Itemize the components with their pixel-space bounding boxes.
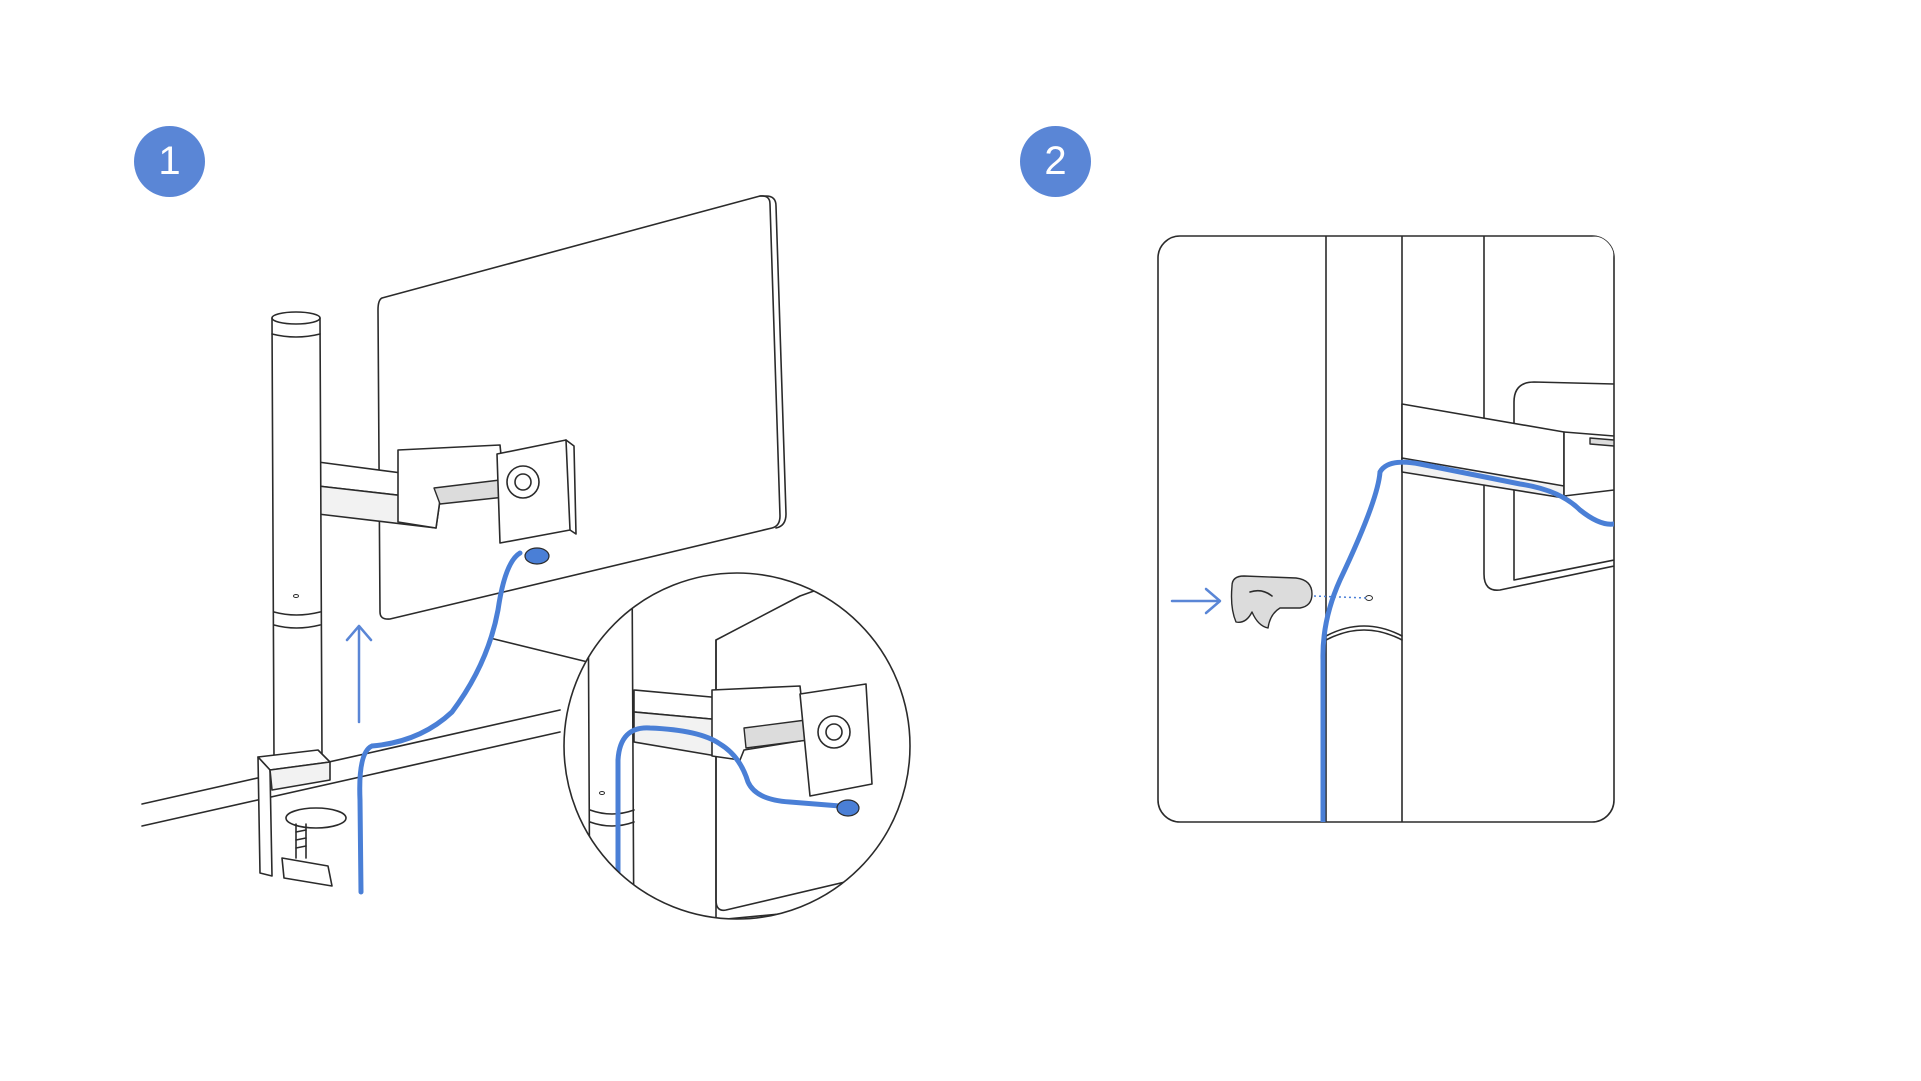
- cable-step-1: [357, 550, 523, 895]
- monitor-pole: [271, 311, 323, 761]
- step-1-illustration: [141, 195, 911, 920]
- up-arrow: [345, 624, 373, 724]
- insert-arrow: [1170, 587, 1222, 615]
- alignment-guide: [1313, 595, 1367, 599]
- monitor: [377, 195, 787, 620]
- step-2-illustration: [1157, 235, 1615, 823]
- step-2-badge: 2: [1020, 126, 1091, 197]
- cable-end-connector: [524, 547, 550, 565]
- desk-clamp: [257, 749, 347, 887]
- cable-clip: [1230, 575, 1313, 629]
- step-1-badge: 1: [134, 126, 205, 197]
- desk-edge: [141, 637, 601, 827]
- zoom-detail: [563, 572, 911, 920]
